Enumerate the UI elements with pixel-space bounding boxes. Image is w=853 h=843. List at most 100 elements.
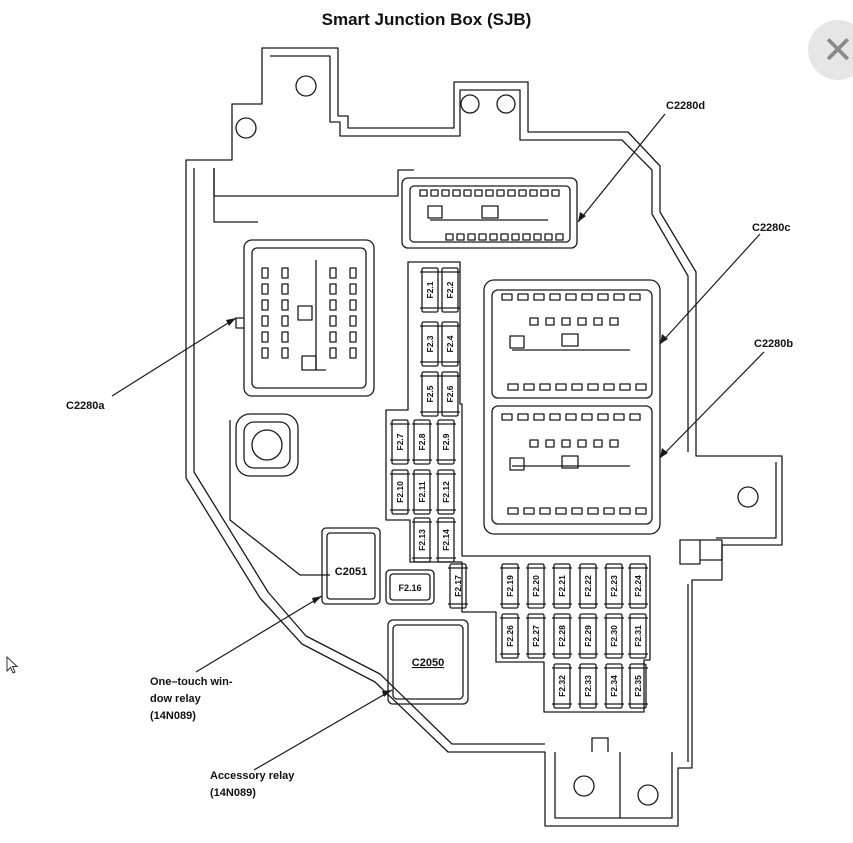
pin xyxy=(518,189,527,197)
pin xyxy=(463,189,472,197)
mount-hole xyxy=(496,94,516,114)
pin xyxy=(507,189,516,197)
pin xyxy=(349,331,357,343)
pin xyxy=(419,189,428,197)
fuse-label: F2.21 xyxy=(557,575,567,597)
fuse-F2-3: F2.3 xyxy=(420,321,440,367)
pin xyxy=(281,347,289,359)
pin xyxy=(619,383,631,391)
fuse-F2-35: F2.35 xyxy=(628,663,648,709)
pin xyxy=(587,507,599,515)
fuse-F2-23: F2.23 xyxy=(604,563,624,609)
pin xyxy=(581,293,593,301)
fuse-label: F2.28 xyxy=(557,625,567,647)
fuse-label: F2.22 xyxy=(583,575,593,597)
mount-hole xyxy=(460,94,480,114)
pin xyxy=(540,189,549,197)
pin xyxy=(551,189,560,197)
pin xyxy=(478,233,487,241)
pin xyxy=(561,317,571,326)
leader-c2280d xyxy=(577,113,666,223)
pin xyxy=(329,331,337,343)
pin xyxy=(511,233,520,241)
pin xyxy=(281,283,289,295)
pin xyxy=(555,233,564,241)
fuse-F2-22: F2.22 xyxy=(578,563,598,609)
pin xyxy=(501,293,513,301)
f2-16-label: F2.16 xyxy=(398,583,421,593)
pin xyxy=(529,439,539,448)
pin xyxy=(522,233,531,241)
pin xyxy=(609,439,619,448)
fuse-label: F2.3 xyxy=(425,335,435,352)
pin xyxy=(281,299,289,311)
fuse-label: F2.17 xyxy=(453,575,463,597)
fuse-F2-28: F2.28 xyxy=(552,613,572,659)
leader-relay1 xyxy=(195,595,323,673)
fuse-F2-21: F2.21 xyxy=(552,563,572,609)
mount-hole xyxy=(295,75,317,97)
fuse-F2-8: F2.8 xyxy=(412,419,432,465)
fuse-label: F2.30 xyxy=(609,625,619,647)
pin xyxy=(445,233,454,241)
pin xyxy=(529,317,539,326)
pin xyxy=(565,413,577,421)
label-c2280c: C2280c xyxy=(752,222,791,234)
pin xyxy=(261,315,269,327)
mount-hole xyxy=(737,486,759,508)
pin xyxy=(544,233,553,241)
fuse-F2-7: F2.7 xyxy=(390,419,410,465)
pin xyxy=(507,383,519,391)
pin xyxy=(281,331,289,343)
diagram-title: Smart Junction Box (SJB) xyxy=(321,10,532,29)
fuse-F2-19: F2.19 xyxy=(500,563,520,609)
pin xyxy=(555,383,567,391)
pin xyxy=(539,383,551,391)
pin xyxy=(635,383,647,391)
pin xyxy=(496,189,505,197)
pin xyxy=(489,233,498,241)
pin xyxy=(561,439,571,448)
close-button[interactable]: ✕ xyxy=(808,20,853,80)
pin xyxy=(609,317,619,326)
label-relay1-line3: (14N089) xyxy=(150,710,196,722)
pin xyxy=(581,413,593,421)
pin xyxy=(523,383,535,391)
pin xyxy=(613,293,625,301)
pin xyxy=(261,283,269,295)
pin xyxy=(529,189,538,197)
pin xyxy=(261,299,269,311)
fuse-F2-9: F2.9 xyxy=(436,419,456,465)
pin xyxy=(474,189,483,197)
fuse-F2-30: F2.30 xyxy=(604,613,624,659)
fuse-label: F2.14 xyxy=(441,529,451,551)
pin xyxy=(597,293,609,301)
fuse-label: F2.4 xyxy=(445,335,455,352)
fuse-label: F2.24 xyxy=(633,575,643,597)
fuse-label: F2.20 xyxy=(531,575,541,597)
fuse-F2-34: F2.34 xyxy=(604,663,624,709)
pin xyxy=(619,507,631,515)
cursor-arrow-icon xyxy=(6,656,19,674)
fuse-F2-32: F2.32 xyxy=(552,663,572,709)
c2050-label: C2050 xyxy=(412,657,444,669)
pin xyxy=(545,439,555,448)
fuse-label: F2.6 xyxy=(445,385,455,402)
pin xyxy=(349,299,357,311)
pin xyxy=(593,317,603,326)
pin xyxy=(555,507,567,515)
pin xyxy=(261,331,269,343)
pin xyxy=(261,267,269,279)
pin xyxy=(517,293,529,301)
pin xyxy=(329,283,337,295)
pin xyxy=(613,413,625,421)
pin xyxy=(349,315,357,327)
pin xyxy=(349,267,357,279)
mount-hole xyxy=(573,775,595,797)
fuse-F2-6: F2.6 xyxy=(440,371,460,417)
label-relay1-line1: One–touch win- xyxy=(150,676,233,688)
pin xyxy=(545,317,555,326)
pin xyxy=(485,189,494,197)
fuse-label: F2.12 xyxy=(441,481,451,503)
